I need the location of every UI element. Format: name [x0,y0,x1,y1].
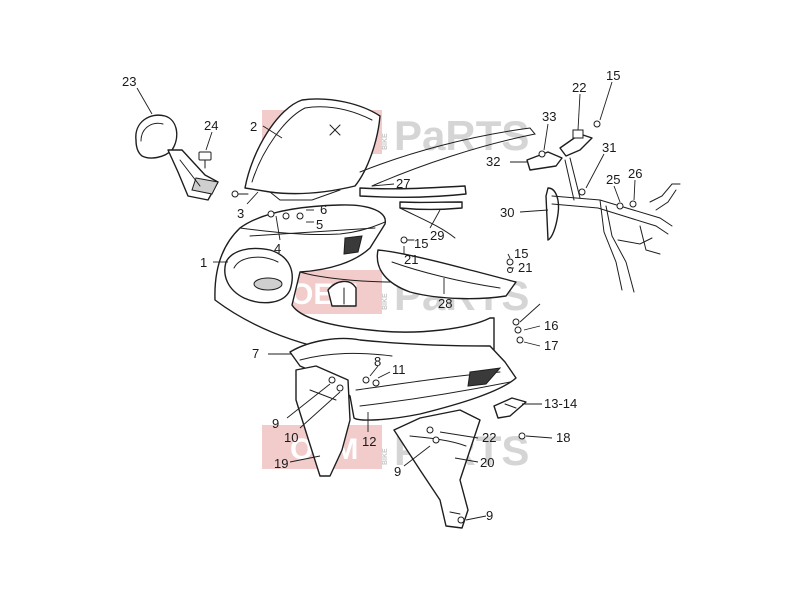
callout-labels: 23 24 2 1 3 4 5 6 27 29 21 15 28 7 8 11 … [122,68,642,523]
callout-upper-fairing: 1 [200,255,207,270]
rear-view-mirror-part [135,114,219,201]
callout-bolt-8: 8 [374,354,381,369]
callout-screw-15-top: 15 [606,68,620,83]
callout-nut-17: 17 [544,338,558,353]
callout-screw-15-upper: 15 [414,236,428,251]
callout-windscreen: 2 [250,119,257,134]
callout-screw-9-lower: 9 [394,464,401,479]
callout-trim-27: 27 [396,176,410,191]
callout-bottom-panel-20: 20 [480,455,494,470]
callout-lower-fairing-7: 7 [252,346,259,361]
callout-trim-29: 29 [430,228,444,243]
watermark-bottom-side: BIKE [382,448,389,465]
callout-screw-15-mid: 15 [514,246,528,261]
callout-nut-11: 11 [392,362,406,377]
watermark-top-side: BIKE [382,133,389,150]
callout-screw-9-bottom: 9 [486,508,493,523]
watermark-top-suffix: PaRTS [394,112,529,159]
trim-strip-27-part [359,185,467,198]
callout-lower-fairing-12: 12 [362,434,376,449]
mirror-bolt-part [198,151,212,169]
callout-screen-screw: 3 [237,206,244,221]
callout-screw-25: 25 [606,172,620,187]
callout-nut-26: 26 [628,166,642,181]
watermark-middle-side: BIKE [382,293,389,310]
side-panel-part [376,249,517,300]
callout-screw-9-left: 9 [272,416,279,431]
bottom-panel-19-part [295,365,351,477]
callout-washer-22-upper: 22 [572,80,586,95]
callout-washer-22-lower: 22 [482,430,496,445]
fairing-outline-line [359,127,536,187]
callout-screw-18: 18 [556,430,570,445]
callout-support-31: 31 [602,140,616,155]
callout-bottom-panel-19: 19 [274,456,288,471]
trim-strip-29-part [399,201,463,239]
fastener-group [231,120,637,524]
bracket-13-14-part [493,397,527,419]
mount-bracket-32-part [526,129,593,171]
callout-bracket-32: 32 [486,154,500,169]
callout-bolt-33: 33 [542,109,556,124]
callout-bracket-13-14: 13-14 [544,396,577,411]
callout-mirror: 23 [122,74,136,89]
callout-mirror-bolt: 24 [204,118,218,133]
callout-washer-21-mid: 21 [518,260,532,275]
leader-lines [136,81,636,521]
callout-screw-21-upper: 21 [404,252,418,267]
callout-washer-16: 16 [544,318,558,333]
callout-screen-bracket: 4 [274,241,281,256]
callout-nut-5: 5 [316,217,323,232]
bottom-panel-20-part [393,409,481,529]
callout-frame-30: 30 [500,205,514,220]
windscreen-part [244,98,381,201]
support-frame-part [545,157,681,293]
lower-fairing-part [289,337,517,421]
callout-washer-10: 10 [284,430,298,445]
callout-side-panel: 28 [438,296,452,311]
callout-washer-6: 6 [320,202,327,217]
